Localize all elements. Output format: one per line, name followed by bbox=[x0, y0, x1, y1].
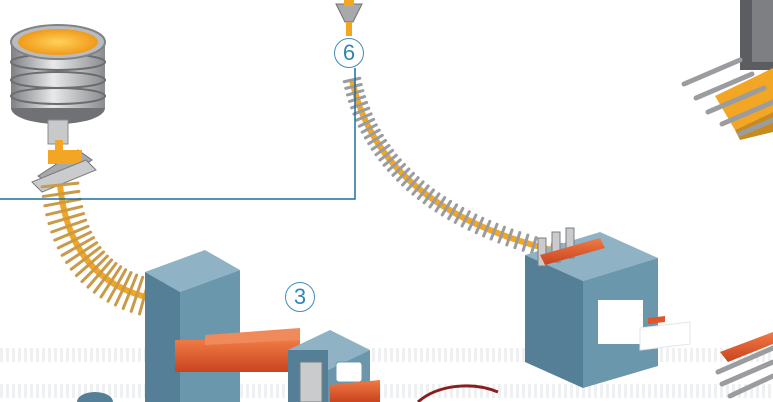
strand-roller bbox=[521, 233, 530, 252]
callout-marker-6: 6 bbox=[334, 38, 364, 68]
strand-roller bbox=[357, 117, 376, 128]
strand-roller bbox=[69, 245, 102, 271]
strand-roller bbox=[374, 143, 391, 157]
strand-roller bbox=[428, 192, 441, 209]
strand-roller bbox=[505, 228, 514, 247]
strand-roller bbox=[80, 254, 109, 284]
left-strand-rollers bbox=[40, 181, 165, 320]
strand-roller bbox=[43, 197, 82, 208]
strand-roller bbox=[467, 213, 478, 231]
strand-roller bbox=[396, 167, 411, 182]
strand-roller bbox=[350, 100, 369, 110]
strand-roller bbox=[65, 241, 99, 264]
strand-roller bbox=[378, 148, 395, 162]
strand-roller bbox=[50, 218, 88, 234]
strand-roller bbox=[474, 216, 485, 235]
strand-roller bbox=[45, 205, 84, 217]
strand-roller bbox=[41, 189, 81, 198]
strand-roller bbox=[489, 222, 499, 241]
strand-roller bbox=[86, 258, 114, 289]
strand-roller bbox=[74, 250, 106, 278]
bottom-left-part bbox=[77, 392, 113, 402]
strand-roller bbox=[434, 196, 447, 213]
nozzle-top bbox=[335, 0, 363, 36]
hot-slab-left bbox=[175, 340, 300, 372]
strand-roller bbox=[370, 138, 388, 151]
strand-roller bbox=[342, 76, 362, 84]
strand-roller bbox=[53, 224, 90, 242]
right-strand-rollers bbox=[342, 76, 564, 262]
top-right-machine bbox=[681, 0, 773, 140]
strand-roller bbox=[530, 236, 538, 255]
strand-roller bbox=[352, 106, 371, 116]
bottom-right-rollers bbox=[715, 332, 773, 399]
strand-roller bbox=[92, 261, 118, 294]
strand-roller bbox=[382, 153, 398, 167]
leader-line bbox=[0, 68, 356, 200]
strand-roller bbox=[411, 180, 425, 196]
strand-roller bbox=[422, 188, 436, 205]
tundish-left bbox=[31, 149, 97, 193]
strand-roller bbox=[113, 271, 133, 307]
callout-marker-3: 3 bbox=[285, 282, 315, 312]
red-arc bbox=[417, 384, 499, 402]
strand-roller bbox=[406, 176, 420, 192]
strand-roller bbox=[40, 181, 80, 189]
strand-roller bbox=[386, 158, 402, 172]
strand-roller bbox=[354, 112, 373, 122]
strand-roller bbox=[347, 95, 367, 103]
ladle bbox=[10, 24, 106, 152]
strand-roller bbox=[363, 128, 381, 140]
strand-roller bbox=[367, 133, 384, 146]
strand-roller bbox=[106, 268, 128, 303]
strand-roller bbox=[416, 184, 430, 201]
strand-roller bbox=[391, 162, 407, 177]
strand-roller bbox=[121, 273, 139, 310]
strand-roller bbox=[47, 212, 86, 226]
withdrawal-unit-right bbox=[525, 227, 691, 388]
callout-label-3: 3 bbox=[293, 284, 307, 309]
strand-roller bbox=[360, 123, 378, 134]
strand-roller bbox=[344, 83, 363, 90]
strand-roller bbox=[453, 206, 465, 224]
strand-roller bbox=[401, 171, 415, 187]
strand-roller bbox=[447, 203, 459, 221]
strand-roller bbox=[60, 236, 96, 257]
background-stripe-2 bbox=[0, 384, 773, 398]
callout-label-6: 6 bbox=[342, 40, 356, 65]
strand-roller bbox=[482, 219, 492, 238]
strand-roller bbox=[56, 230, 93, 250]
strand-roller bbox=[129, 275, 145, 313]
strand-roller bbox=[99, 265, 123, 299]
strand-roller bbox=[440, 199, 453, 217]
strand-roller bbox=[513, 231, 522, 250]
strand-roller bbox=[460, 210, 471, 228]
withdrawal-unit-left bbox=[145, 250, 300, 402]
roller-stand bbox=[288, 330, 380, 402]
molten-metal bbox=[18, 29, 98, 55]
strand-roller bbox=[497, 225, 506, 244]
